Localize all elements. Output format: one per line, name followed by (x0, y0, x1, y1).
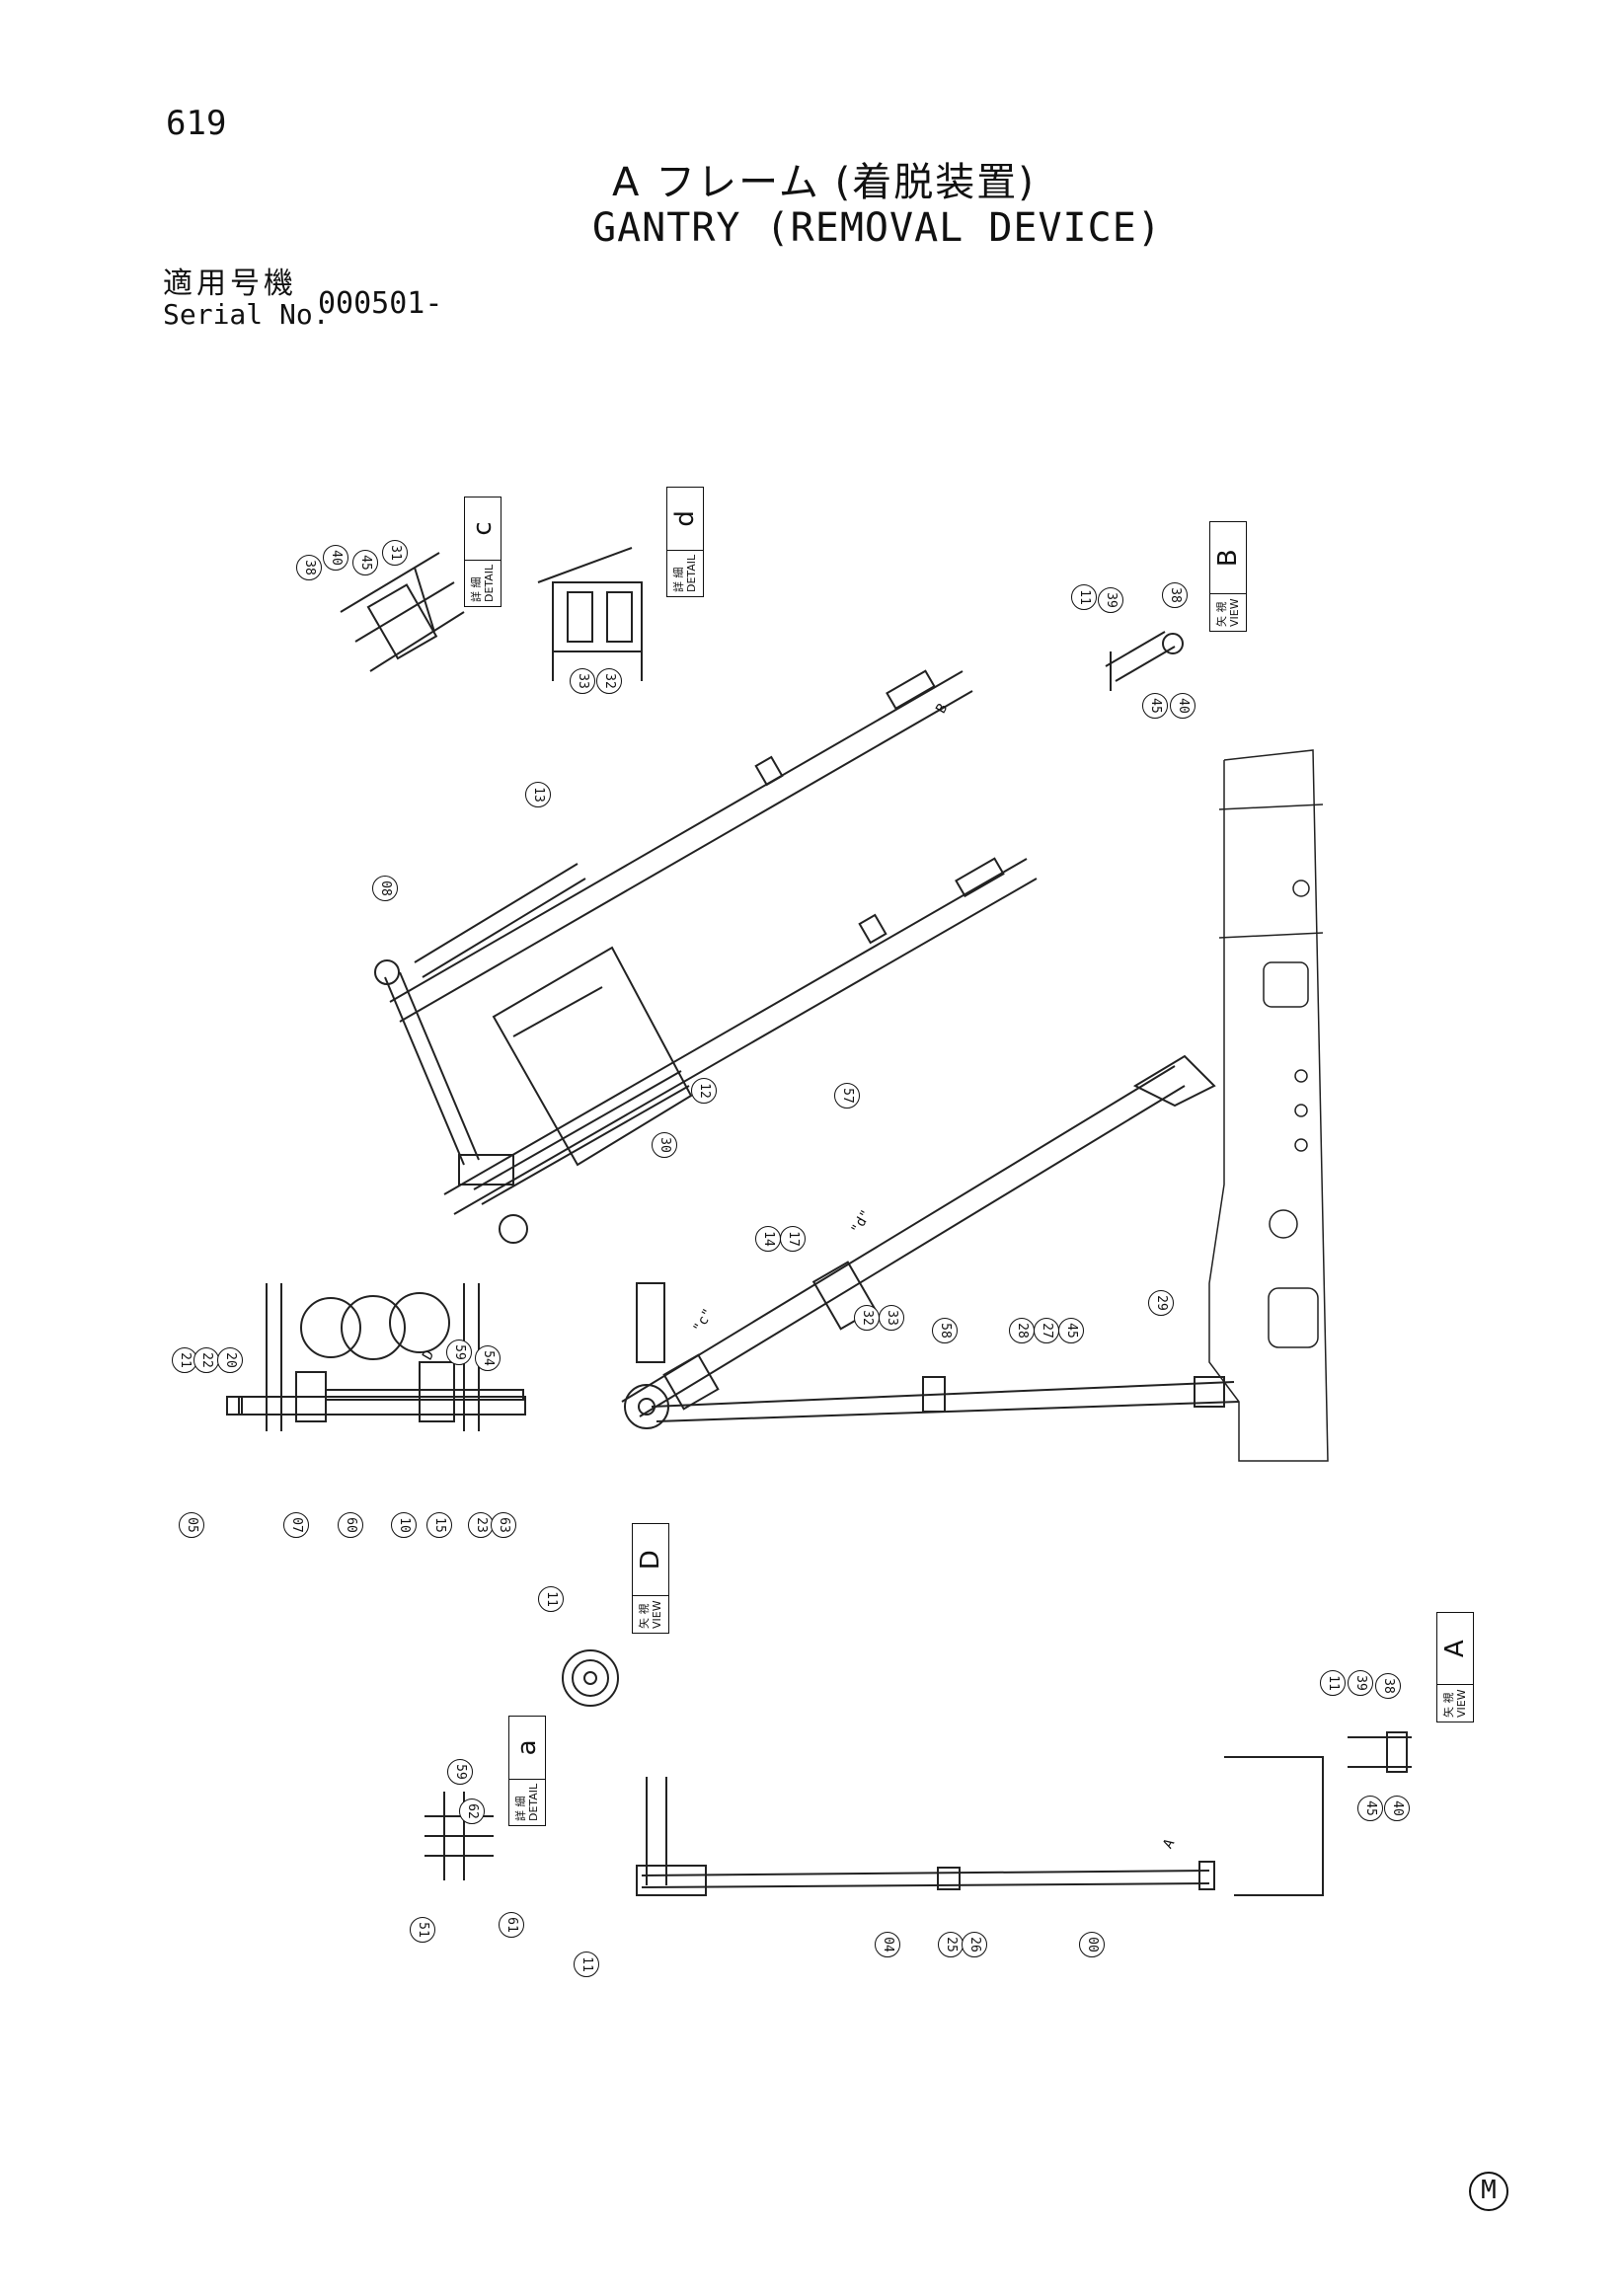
part-ref-bubble: 25 (938, 1932, 964, 1957)
serial-number: 000501- (318, 286, 443, 321)
view-label-letter: d (670, 510, 700, 527)
part-ref-bubble: 20 (217, 1347, 243, 1373)
part-ref-bubble: 07 (283, 1512, 309, 1538)
part-ref-bubble: 29 (1148, 1290, 1174, 1316)
part-ref-bubble: 05 (179, 1512, 204, 1538)
part-ref-bubble: 26 (962, 1932, 987, 1957)
part-ref-bubble: 38 (296, 555, 322, 580)
part-ref-bubble: 12 (691, 1078, 717, 1104)
view-label-jp: 矢 視 (1215, 601, 1228, 628)
part-ref-bubble: 08 (372, 876, 398, 901)
view-label-en: DETAIL (527, 1783, 540, 1821)
part-ref-bubble: 11 (538, 1586, 564, 1612)
part-ref-bubble: 45 (1058, 1318, 1084, 1343)
part-ref-bubble: 59 (447, 1759, 473, 1785)
part-ref-bubble: 32 (596, 668, 622, 694)
part-ref-bubble: 11 (574, 1952, 599, 1977)
part-ref-bubble: 00 (1079, 1932, 1105, 1957)
manufacturer-mark: M (1469, 2172, 1508, 2211)
part-ref-bubble: 27 (1034, 1318, 1059, 1343)
view-d-wheel (562, 1649, 619, 1707)
part-ref-bubble: 40 (323, 545, 348, 571)
part-ref-bubble: 04 (875, 1932, 900, 1957)
part-ref-bubble: 11 (1071, 584, 1097, 610)
part-ref-bubble: 61 (499, 1912, 524, 1938)
view-label-letter: A (1440, 1640, 1470, 1658)
serial-label-english: Serial No. (163, 298, 330, 331)
part-ref-bubble: 39 (1098, 587, 1123, 613)
gantry-leg (621, 1054, 1240, 1429)
part-ref-bubble: 17 (780, 1226, 806, 1252)
part-ref-bubble: 10 (391, 1512, 417, 1538)
part-ref-bubble: 40 (1170, 693, 1196, 719)
part-ref-bubble: 63 (491, 1512, 516, 1538)
part-ref-bubble: 11 (1320, 1670, 1346, 1696)
part-ref-bubble: 22 (193, 1347, 219, 1373)
part-ref-bubble: 33 (570, 668, 595, 694)
view-label-jp: 詳 細 (672, 567, 685, 593)
part-ref-bubble: 60 (338, 1512, 363, 1538)
view-label-en: VIEW (651, 1600, 663, 1629)
serial-label-japanese: 適用号機 (163, 267, 297, 301)
detail-d-sketch (537, 547, 643, 681)
view-label-en: VIEW (1455, 1689, 1468, 1718)
part-ref-bubble: 15 (426, 1512, 452, 1538)
view-label-jp: 詳 細 (514, 1796, 527, 1822)
part-ref-bubble: 28 (1009, 1318, 1035, 1343)
part-ref-bubble: 54 (475, 1345, 501, 1371)
view-label-en: DETAIL (483, 564, 496, 602)
part-ref-bubble: 32 (854, 1305, 880, 1331)
view-label-en: VIEW (1228, 598, 1241, 627)
part-ref-bubble: 31 (382, 540, 408, 566)
view-label-letter: D (636, 1550, 665, 1570)
part-ref-bubble: 13 (525, 782, 551, 807)
machine-frame (1208, 749, 1329, 1462)
detail-c-sketch (340, 552, 465, 672)
part-ref-bubble: 51 (410, 1917, 435, 1943)
part-ref-bubble: 14 (755, 1226, 781, 1252)
part-ref-bubble: 45 (1357, 1796, 1383, 1821)
part-ref-bubble: 33 (879, 1305, 904, 1331)
part-ref-bubble: 58 (932, 1318, 958, 1343)
view-label-jp: 矢 視 (638, 1603, 651, 1630)
page-number: 619 (166, 104, 227, 143)
view-label-letter: B (1213, 549, 1243, 568)
part-ref-bubble: 45 (1142, 693, 1168, 719)
title-english: GANTRY (REMOVAL DEVICE) (592, 205, 1162, 251)
gantry-side-view (636, 1731, 1412, 1896)
view-b-sketch (1105, 631, 1184, 691)
title-japanese: A フレーム (着脱装置) (612, 160, 1036, 205)
view-label-letter: c (468, 521, 498, 536)
gantry-frame-top (374, 669, 1038, 1244)
part-ref-bubble: 30 (652, 1132, 677, 1158)
part-ref-bubble: 57 (834, 1083, 860, 1109)
part-ref-bubble: 62 (459, 1799, 485, 1824)
view-label-en: DETAIL (685, 554, 698, 592)
part-ref-bubble: 45 (352, 550, 378, 575)
view-label-jp: 矢 視 (1442, 1692, 1455, 1719)
part-ref-bubble: 38 (1162, 582, 1188, 608)
view-label-letter: a (512, 1739, 542, 1756)
part-ref-bubble: 38 (1375, 1673, 1401, 1699)
view-label-jp: 詳 細 (470, 576, 483, 603)
part-ref-bubble: 40 (1384, 1796, 1410, 1821)
part-ref-bubble: 39 (1348, 1670, 1373, 1696)
part-ref-bubble: 59 (446, 1339, 472, 1365)
